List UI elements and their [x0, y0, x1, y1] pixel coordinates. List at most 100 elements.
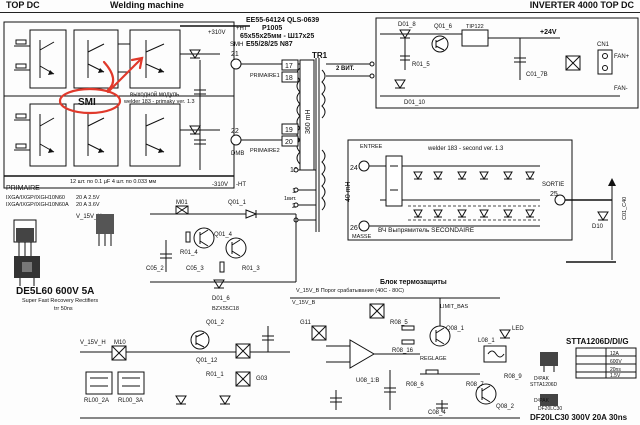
r01-1-label: R01_1	[206, 372, 224, 378]
l08-1-label: L08_1	[478, 338, 495, 344]
reglage-label: REGLAGE	[420, 356, 447, 362]
rectifier-diode	[457, 209, 467, 219]
smi-arrow-shaft	[106, 56, 144, 94]
terminal-24	[358, 160, 370, 172]
df20-line: DF20LC30 300V 20A 30ns	[530, 413, 628, 422]
secondary-label: ВЧ Выпрямитель SECONDAIRE	[378, 227, 475, 234]
q01-12-label: Q01_12	[196, 358, 218, 364]
g11-label: G11	[300, 320, 312, 326]
v15v-b-label: V_15V_B	[292, 300, 316, 306]
header-left-subtitle: Welding machine	[110, 0, 184, 10]
core-line-3: 65x55x25мм - Ш17х25	[240, 33, 314, 40]
rectifier-diode	[457, 171, 467, 181]
cn1-label: CN1	[597, 42, 610, 48]
stta-spec-a: 12A	[610, 351, 620, 357]
m01-label: M01	[176, 200, 188, 206]
smh-label: SMH	[230, 42, 243, 48]
secondary-title: welder 183 - second ver. 1.3	[427, 146, 504, 152]
c05-3-label: C05_3	[186, 266, 204, 272]
limit-label: LIMIT_BAS	[440, 304, 468, 310]
core-line-1: EE55-64124 QLS-0639	[246, 17, 319, 24]
diode-trr: trr 50ns	[54, 306, 73, 312]
relay-driver	[80, 326, 290, 419]
fan-minus-label: FAN-	[614, 86, 628, 92]
r08-7-label: R08_7	[466, 382, 484, 388]
d2pak-label: D²PAK	[534, 376, 550, 382]
r08-16-label: R08_16	[392, 348, 414, 354]
d01-6-label: D01_6	[212, 296, 230, 302]
rl00-2a-label: RL00_2A	[84, 398, 109, 404]
primaire1-label: PRIMAIRE1	[250, 73, 280, 79]
r01-5-label: R01_5	[412, 62, 430, 68]
wire-note: 2 ВИТ.	[336, 66, 355, 72]
g03-label: G03	[256, 376, 268, 382]
core-line-2: P1005	[262, 25, 282, 32]
pin-17-box	[281, 59, 299, 71]
hv-minus-label: -310V	[212, 182, 228, 188]
rectifier-diode	[503, 171, 513, 181]
igbt-line-1: IXGA/IXGP/IXGH10N60	[6, 195, 65, 201]
df-label: DF20LC30	[538, 406, 562, 412]
terminal-21	[230, 58, 242, 70]
q01-4-label: Q01_4	[214, 232, 233, 238]
aux-supply-components	[380, 29, 620, 97]
q01-6-label: Q01_6	[434, 24, 453, 30]
v24-label: +24V	[540, 29, 557, 36]
led-label: LED	[512, 326, 524, 332]
rectifier-diode	[479, 171, 489, 181]
hv-plus2-label: +HT	[236, 26, 248, 32]
smi-label: SMI	[78, 97, 96, 108]
r08-6-label: R08_6	[406, 382, 424, 388]
q01-1-label: Q01_1	[228, 200, 247, 206]
stta-spec-v: 600V	[610, 359, 622, 365]
hv-minus2-label: -HT	[236, 182, 246, 188]
diode-desc: Super Fast Recovery Rectifiers	[22, 298, 98, 304]
secondary-module-frame	[347, 139, 573, 241]
c01-c40-label: C01_C40	[622, 197, 628, 220]
transformer-core	[296, 58, 326, 232]
c05-2-label: C05_2	[146, 266, 164, 272]
q08-2-label: Q08_2	[496, 404, 515, 410]
rectifier-diode	[525, 171, 535, 181]
pin-17-label: 17	[285, 63, 293, 70]
thermal-components	[290, 298, 520, 419]
module-line-2: welder 183 - primaky ver. 1.3	[123, 99, 195, 105]
module-note: 12 шт. по 0.1 µF 4 шт. по 0.033 мм	[70, 179, 156, 185]
terminal-21-label: 21	[231, 51, 239, 58]
r01-3-label: R01_3	[242, 266, 260, 272]
terminal-22	[230, 134, 242, 146]
aux-supply-frame	[375, 17, 639, 109]
pin-18-box	[281, 71, 299, 83]
sortie-label: SORTIE	[542, 182, 564, 188]
d01-10-label: D01_10	[404, 100, 426, 106]
fan-plus-label: FAN+	[614, 54, 630, 60]
transformer-label: TR1	[312, 51, 328, 60]
igbt-cell-upper-right	[129, 29, 220, 89]
d2pak-label-2: D²PAK	[534, 398, 550, 404]
stta-spec-t: 20ns	[610, 367, 621, 373]
pin-19-box	[281, 123, 299, 135]
pin-20-label: 20	[285, 139, 293, 146]
stta-part-label: STTA1206D/DI/G	[566, 337, 629, 346]
primary-module-frame	[3, 21, 235, 189]
d10-label: D10	[592, 224, 604, 230]
threshold-label: V_15V_B Порог срабатывания (40С - 80С)	[296, 288, 404, 294]
igbt-spec-2: 20 A 3.6V	[76, 202, 100, 208]
entree-label: ENTREE	[360, 144, 383, 150]
header-bar: TOP DC Welding machine INVERTER 4000 TOP…	[0, 0, 640, 13]
rectifier-diode	[433, 209, 443, 219]
q08-1-label: Q08_1	[446, 326, 465, 332]
igbt-cell-lower-mid	[73, 103, 119, 167]
driver-section	[150, 205, 297, 289]
primary-inductance: 360 mH	[305, 109, 312, 134]
stta-label: STTA1206D	[530, 382, 558, 388]
primaire2-label: PRIMAIRE2	[250, 148, 280, 154]
rectifier-diode	[433, 171, 443, 181]
bzx-label: BZX55C18	[212, 306, 239, 312]
rectifier-diode	[503, 209, 513, 219]
stta-package-icon	[540, 352, 558, 372]
smi-arrow-head	[130, 56, 144, 70]
wire-note-2: 1вит.	[284, 196, 297, 202]
igbt-spec-1: 20 A 2.5V	[76, 195, 100, 201]
